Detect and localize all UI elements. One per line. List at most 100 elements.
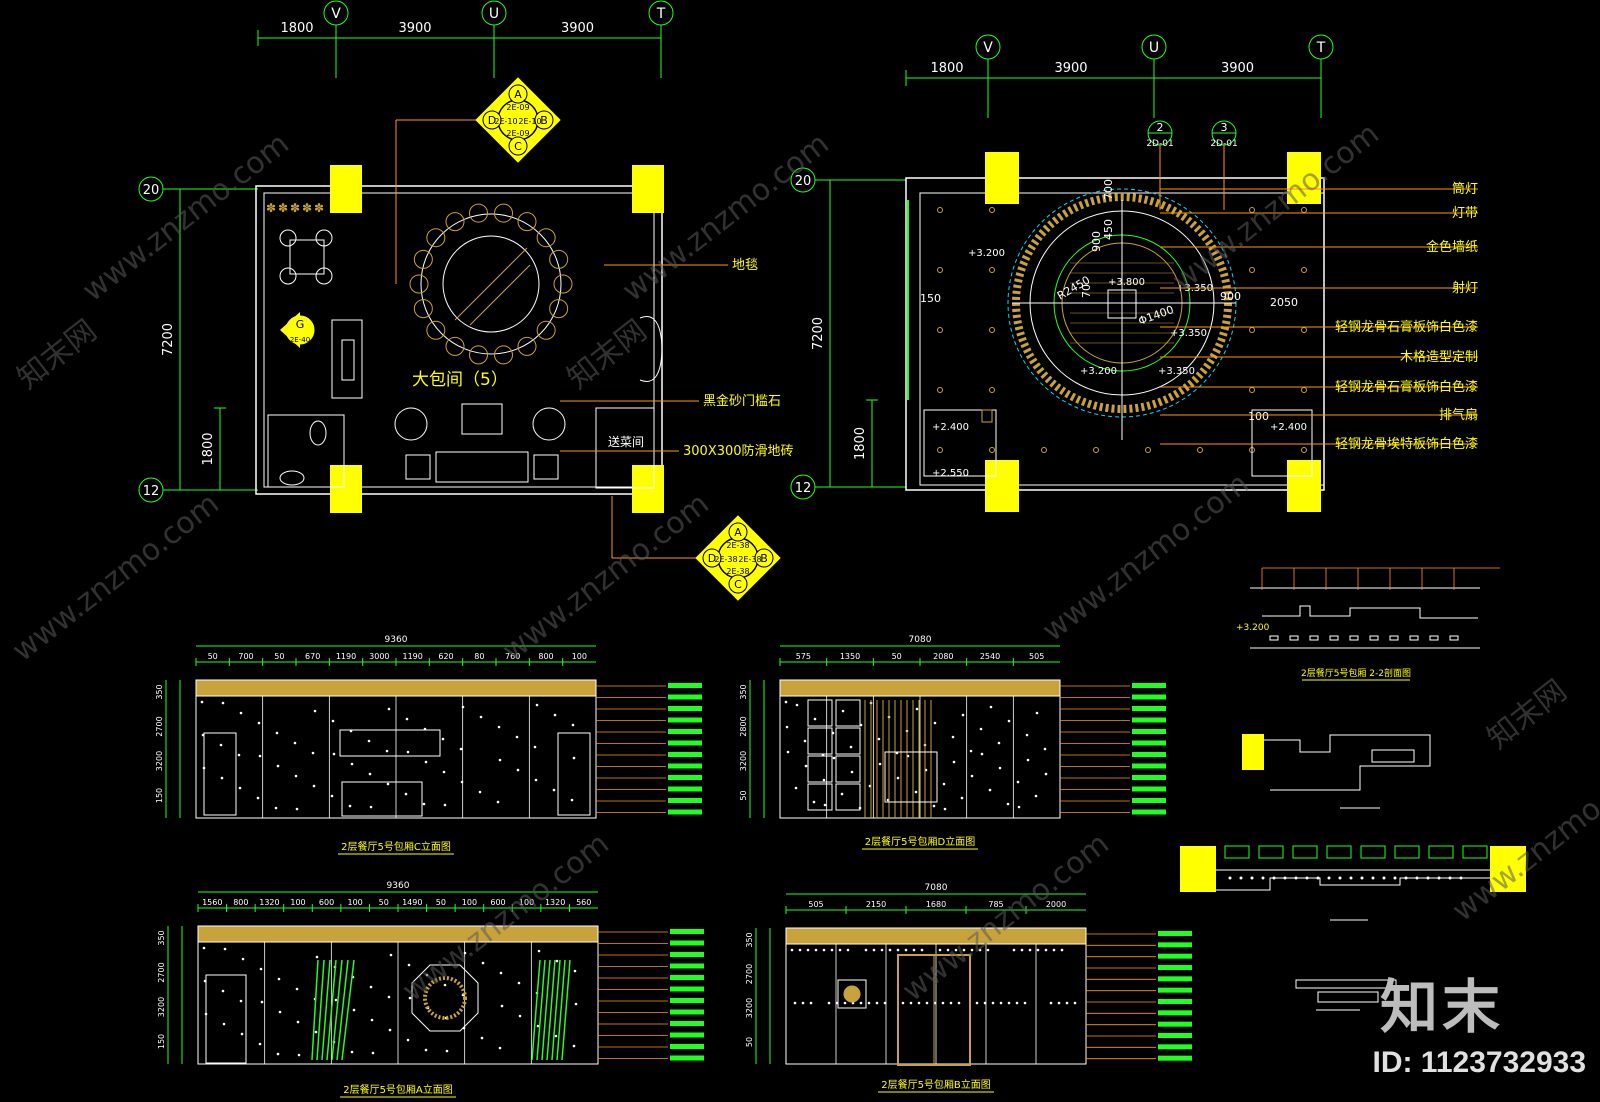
column <box>1242 734 1264 770</box>
leader-text-mark <box>1132 740 1166 746</box>
height-label: 150 <box>155 788 164 803</box>
index-letter-ring <box>754 548 774 568</box>
detail-callout <box>1394 845 1420 859</box>
stone-speckle <box>297 1053 301 1057</box>
dining-table-outer <box>420 213 562 355</box>
ceiling-dimension: 900 <box>1090 231 1103 252</box>
dimension-label: 50 <box>892 652 902 661</box>
stone-speckle <box>334 998 338 1002</box>
stone-speckle <box>989 705 993 709</box>
ceiling-legend-label: 灯带 <box>1452 206 1478 221</box>
section-block <box>1269 635 1279 641</box>
detail-profile <box>1264 734 1431 791</box>
stone-speckle <box>480 1036 484 1040</box>
stone-speckle <box>841 709 845 713</box>
detail-dot <box>1327 876 1331 880</box>
side-table <box>533 454 559 480</box>
height-label: 2700 <box>157 962 166 982</box>
index-letter-ring <box>702 548 722 568</box>
downlight <box>937 207 943 213</box>
stone-speckle <box>387 995 391 999</box>
stone-speckle <box>258 754 262 758</box>
ceiling-dimension: 900 <box>1220 290 1241 303</box>
stone-speckle <box>920 948 924 952</box>
stone-speckle <box>312 784 316 788</box>
octagon-medallion <box>423 976 467 1020</box>
detail-profile <box>1216 877 1490 891</box>
column <box>1287 460 1321 512</box>
stone-speckle <box>1007 719 1011 723</box>
stone-speckle <box>843 1001 847 1005</box>
index-diamond <box>475 77 561 163</box>
display-niche <box>835 755 861 783</box>
stone-speckle <box>311 751 315 755</box>
stone-speckle <box>555 959 559 963</box>
height-label: 350 <box>155 684 164 699</box>
leader-text-mark <box>1132 717 1166 723</box>
image-id: ID: 1123732933 <box>1372 1046 1586 1079</box>
axis-bubble <box>648 0 674 26</box>
elevation-title: 2层餐厅5号包厢B立面图 <box>881 1078 991 1091</box>
stone-speckle <box>1007 1001 1011 1005</box>
stone-speckle <box>405 717 409 721</box>
height-label: 2700 <box>155 716 164 736</box>
axis-label: T <box>1316 40 1326 56</box>
elevation-arrow <box>280 312 300 348</box>
leader-text-mark <box>1132 729 1166 734</box>
stone-speckle <box>295 807 299 811</box>
tv-cabinet <box>884 751 938 803</box>
dimension-label: 1680 <box>926 900 946 909</box>
dimension-label: 100 <box>519 898 534 907</box>
stone-speckle <box>295 987 299 991</box>
stone-speckle <box>371 1051 375 1055</box>
elevation-title: 2层餐厅5号包厢A立面图 <box>343 1083 453 1096</box>
section-block <box>1449 635 1459 641</box>
stone-speckle <box>238 786 242 790</box>
height-label: 3200 <box>155 751 164 771</box>
level-mark: +2.400 <box>932 422 969 433</box>
stone-speckle <box>313 709 317 713</box>
stone-speckle <box>574 1002 578 1006</box>
detail-callout <box>1360 845 1386 859</box>
stone-speckle <box>260 1000 264 1004</box>
ceiling-band <box>785 927 1087 945</box>
ceiling-niche <box>923 409 997 477</box>
dimension-label: 505 <box>1029 652 1044 661</box>
leader-text-mark <box>1158 999 1192 1004</box>
detail-dot <box>1382 876 1386 880</box>
downlight <box>1041 447 1047 453</box>
chair <box>494 345 514 365</box>
stone-speckle <box>278 1010 282 1014</box>
stone-speckle <box>803 739 807 743</box>
stone-speckle <box>422 802 426 806</box>
stone-speckle <box>1028 948 1032 952</box>
index-letter: C <box>514 140 522 153</box>
downlight <box>989 447 995 453</box>
stone-speckle <box>823 803 827 807</box>
index-code: 2E-10 <box>518 117 541 126</box>
stone-speckle <box>790 948 794 952</box>
service-room-label: 送菜间 <box>608 434 644 449</box>
artwork-frame <box>339 729 441 757</box>
downlight <box>1093 447 1099 453</box>
chair <box>517 336 537 356</box>
stone-speckle <box>479 715 483 719</box>
downlight <box>1249 327 1255 333</box>
stone-speckle <box>367 739 371 743</box>
ceiling-band <box>195 679 597 697</box>
leader-text-mark <box>670 929 704 934</box>
ceiling-dimension: 150 <box>920 292 941 305</box>
dimension-label: 100 <box>572 652 587 661</box>
detail-title: 2层餐厅5号包厢 2-2剖面图 <box>1301 667 1411 679</box>
row-label: 20 <box>143 183 160 198</box>
stone-speckle <box>240 1032 244 1036</box>
index-letter: C <box>734 578 742 591</box>
stone-speckle <box>954 948 958 952</box>
dining-table-inner <box>442 235 540 333</box>
stone-speckle <box>463 951 467 955</box>
stone-speckle <box>1060 948 1064 952</box>
stone-speckle <box>850 770 854 774</box>
stone-speckle <box>368 772 372 776</box>
dimension-label: 1190 <box>336 652 356 661</box>
